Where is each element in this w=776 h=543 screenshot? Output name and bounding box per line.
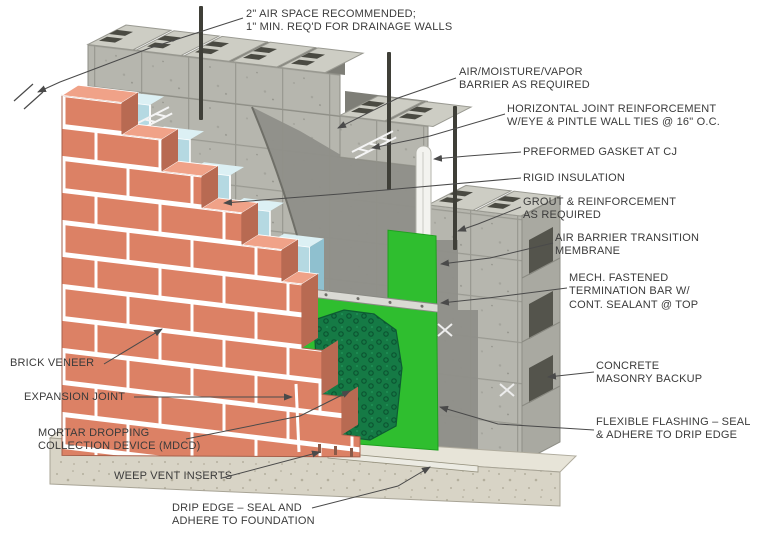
section-break-marks (13, 83, 44, 110)
brick-veneer (60, 84, 361, 458)
label-mdcd: MORTAR DROPPING COLLECTION DEVICE (MDCD) (38, 427, 201, 453)
weep-vent-inserts (318, 444, 353, 457)
label-grout-reinforcement: GROUT & REINFORCEMENT AS REQUIRED (523, 196, 677, 222)
label-air-space: 2" AIR SPACE RECOMMENDED; 1" MIN. REQ'D … (246, 8, 453, 34)
label-vapor-barrier: AIR/MOISTURE/VAPOR BARRIER AS REQUIRED (459, 66, 590, 92)
label-brick-veneer: BRICK VENEER (10, 357, 95, 369)
label-termination-bar: MECH. FASTENED TERMINATION BAR W/ CONT. … (569, 272, 699, 311)
expansion-joint (294, 383, 301, 453)
brick-step-ends (122, 92, 358, 435)
label-transition-membrane: AIR BARRIER TRANSITION MEMBRANE (555, 232, 700, 258)
cmu-end-face (521, 195, 561, 463)
rebar-reinforcement (199, 6, 457, 250)
label-rigid-insulation: RIGID INSULATION (523, 172, 626, 184)
label-drip-edge: DRIP EDGE – SEAL AND ADHERE TO FOUNDATIO… (172, 502, 315, 528)
label-weep-vents: WEEP VENT INSERTS (114, 470, 233, 482)
leader-lines (13, 17, 595, 509)
label-joint-reinforcement: HORIZONTAL JOINT REINFORCEMENT W/EYE & P… (507, 103, 720, 129)
joint-reinforcement-ties (127, 106, 515, 397)
label-cmu-backup: CONCRETE MASONRY BACKUP (596, 360, 703, 386)
label-expansion-joint: EXPANSION JOINT (24, 391, 126, 403)
label-flexible-flashing: FLEXIBLE FLASHING – SEAL & ADHERE TO DRI… (596, 416, 751, 442)
label-preformed-gasket: PREFORMED GASKET AT CJ (523, 146, 678, 158)
